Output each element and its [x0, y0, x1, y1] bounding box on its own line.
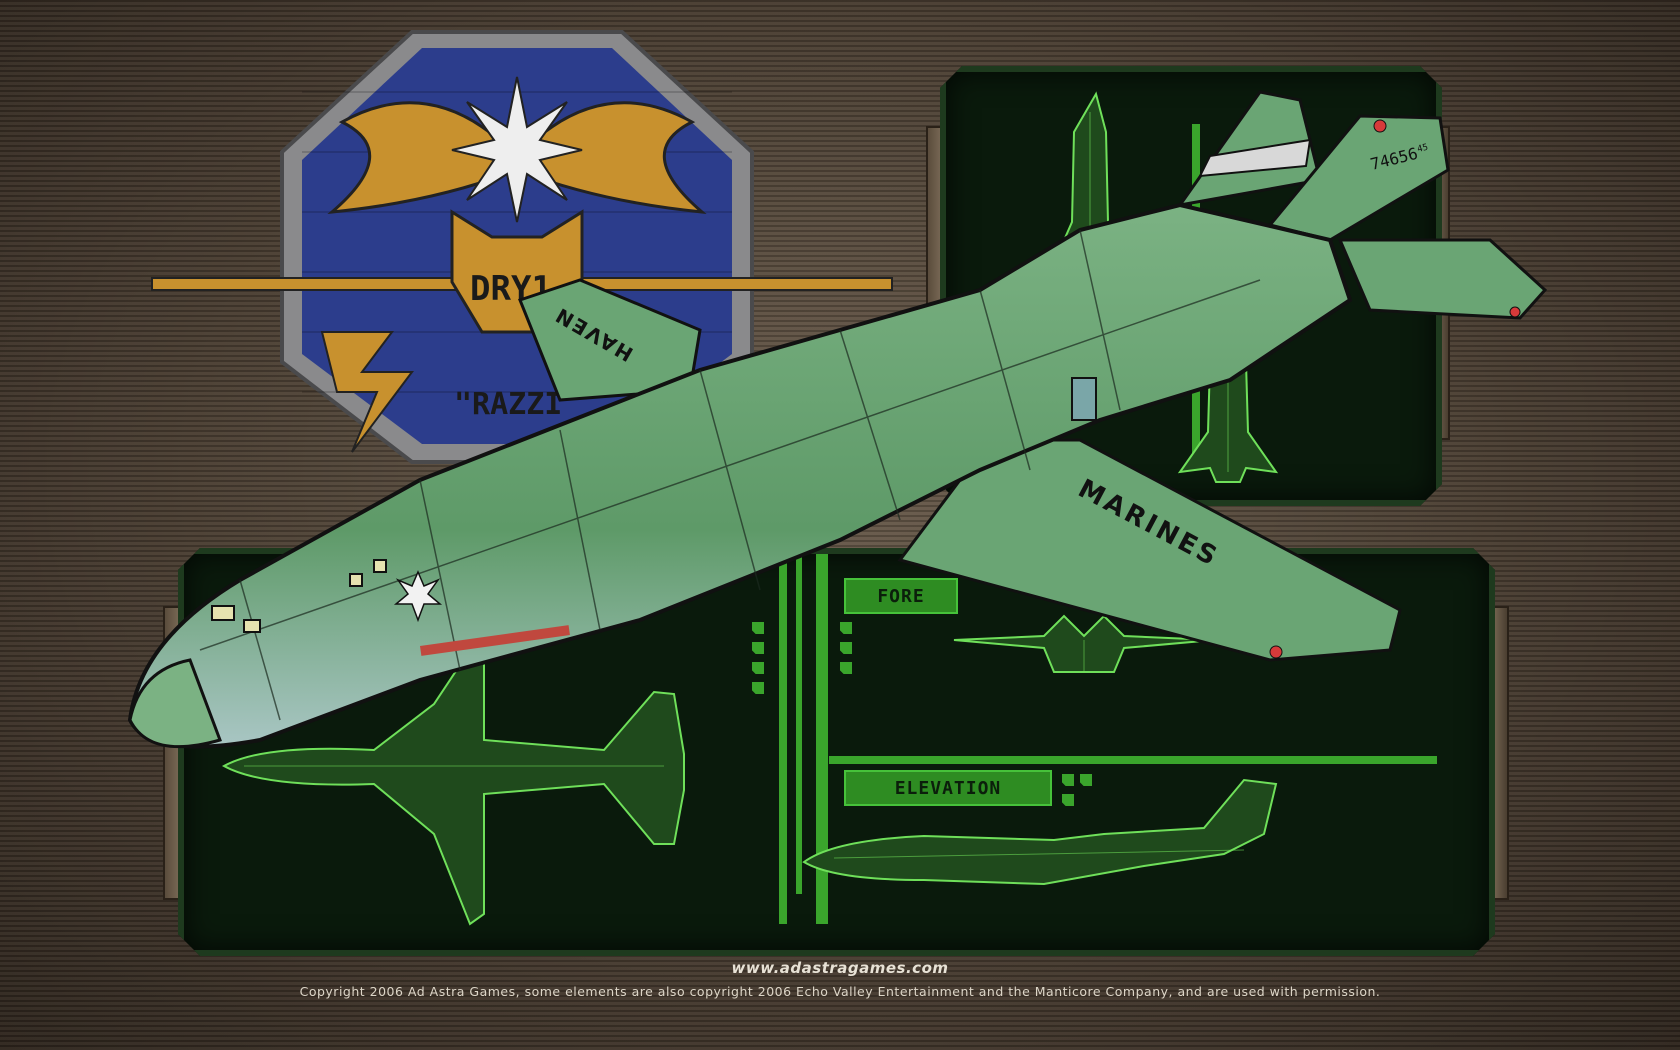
blueprint-marker [1062, 774, 1074, 786]
blueprint-marker [840, 662, 852, 674]
tail-number-small: 45 [1416, 143, 1429, 155]
blueprint-marker [752, 622, 764, 634]
fore-label: FORE [844, 578, 958, 614]
blueprint-rail-3 [816, 554, 828, 924]
blueprint-marker [752, 662, 764, 674]
blueprint-marker [840, 622, 852, 634]
blueprint-marker [1062, 794, 1074, 806]
blueprint-marker [752, 682, 764, 694]
blueprint-marker [840, 642, 852, 654]
elevation-label: ELEVATION [844, 770, 1052, 806]
copyright-notice: Copyright 2006 Ad Astra Games, some elem… [299, 984, 1381, 999]
blueprint-rail-1 [779, 554, 787, 924]
blueprint-rail-2 [796, 554, 802, 894]
blueprint-views [184, 554, 1489, 950]
blueprint-marker [1080, 774, 1092, 786]
insignia-subtitle: "RAZZI [454, 387, 562, 422]
website-url[interactable]: www.adastragames.com [731, 959, 949, 977]
blueprint-marker [752, 642, 764, 654]
blueprint-divider-horizontal [829, 756, 1437, 764]
